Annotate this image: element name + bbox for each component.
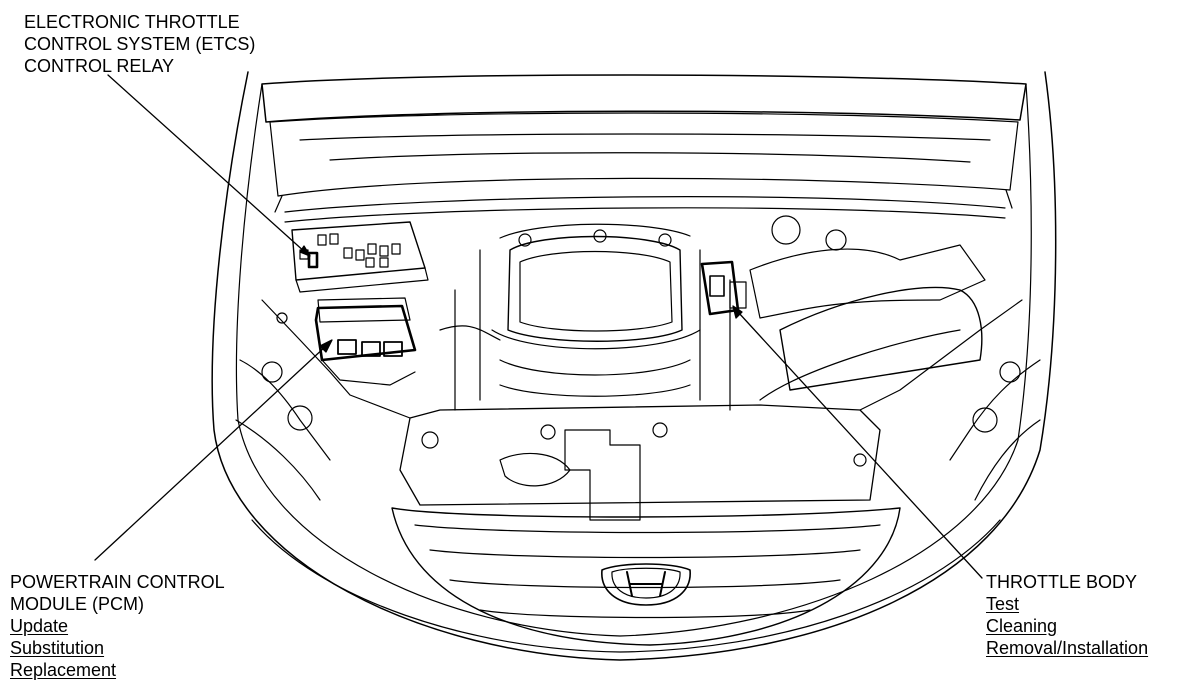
callout-leader-lines: [94, 74, 983, 579]
vehicle-body-outline: [211, 71, 1057, 661]
pcm-substitution-link[interactable]: Substitution: [10, 638, 105, 658]
etcs-relay-callout: ELECTRONIC THROTTLE CONTROL SYSTEM (ETCS…: [24, 11, 255, 77]
right-fender: [859, 299, 1041, 501]
etcs-leader-line: [107, 74, 307, 254]
pcm-callout: POWERTRAIN CONTROL MODULE (PCM) Update S…: [10, 571, 225, 681]
throttle-body-label: THROTTLE BODY: [986, 572, 1138, 592]
throttle-body-test-link[interactable]: Test: [986, 594, 1020, 614]
engine-cover: [439, 223, 731, 411]
pcm-label-line-1: POWERTRAIN CONTROL: [10, 572, 225, 592]
front-grille: [391, 507, 901, 646]
radiator-support: [399, 404, 881, 521]
cowl-panel: [284, 196, 1006, 223]
left-fender: [235, 299, 411, 501]
etcs-label-line-3: CONTROL RELAY: [24, 56, 175, 76]
pcm-module: [314, 297, 417, 386]
throttle-body-cleaning-link[interactable]: Cleaning: [986, 616, 1058, 636]
throttle-body-removal-installation-link[interactable]: Removal/Installation: [986, 638, 1149, 658]
throttle-body-arrowhead: [732, 305, 743, 319]
etcs-arrowhead: [299, 245, 311, 257]
air-intake-duct: [749, 215, 986, 401]
hood-underside: [261, 74, 1027, 213]
honda-h-emblem-icon: [601, 563, 691, 606]
etcs-label-line-2: CONTROL SYSTEM (ETCS): [24, 34, 256, 54]
throttle-body-callout: THROTTLE BODY Test Cleaning Removal/Inst…: [986, 571, 1148, 659]
pcm-replacement-link[interactable]: Replacement: [10, 660, 117, 680]
throttle-body-leader-line: [737, 311, 983, 579]
pcm-label-line-2: MODULE (PCM): [10, 594, 144, 614]
under-hood-fuse-relay-box: [291, 221, 429, 293]
pcm-leader-line: [94, 345, 327, 561]
pcm-arrowhead: [319, 339, 333, 353]
etcs-label-line-1: ELECTRONIC THROTTLE: [24, 12, 240, 32]
throttle-body: [700, 260, 747, 316]
pcm-update-link[interactable]: Update: [10, 616, 69, 636]
